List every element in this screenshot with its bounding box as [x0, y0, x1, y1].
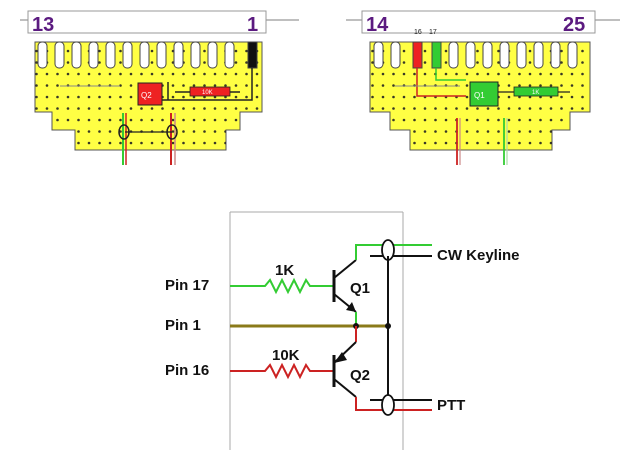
cw-keyline-label: CW Keyline — [437, 247, 520, 264]
left-connector-board: 13 1 — [20, 10, 299, 165]
left-ferrite-1 — [118, 124, 130, 140]
right-pin-fingers — [373, 41, 578, 69]
pin17-wire — [230, 277, 334, 295]
right-connector-board: 14 25 16 17 Q1 1K — [346, 10, 620, 165]
left-pin-end-label: 1 — [247, 14, 258, 36]
left-q2-label: Q2 — [141, 91, 152, 100]
r1-label: 1K — [275, 262, 294, 279]
schematic: Pin 17 Pin 1 Pin 16 1K Q1 CW Keyline 10K — [165, 211, 520, 450]
right-pin-end-label: 25 — [563, 14, 585, 36]
pin16-wire — [230, 362, 334, 380]
pin17-label: Pin 17 — [165, 277, 209, 294]
left-pin-start-label: 13 — [32, 14, 54, 36]
ptt-label: PTT — [437, 397, 465, 414]
right-pin-start-label: 14 — [366, 14, 389, 36]
right-q1-label: Q1 — [474, 91, 485, 100]
pin1-label: Pin 1 — [165, 317, 201, 334]
ptt-ferrite — [381, 394, 395, 416]
right-pin-marker-17: 17 — [429, 29, 437, 36]
left-pin-fingers — [37, 41, 258, 69]
left-resistor-label: 10K — [202, 90, 213, 96]
q2-label: Q2 — [350, 367, 370, 384]
left-ferrite-2 — [166, 124, 178, 140]
right-transistor-q1 — [469, 81, 499, 107]
right-pin-marker-16: 16 — [414, 29, 422, 36]
right-resistor-label: 1K — [532, 90, 539, 96]
pin16-label: Pin 16 — [165, 362, 209, 379]
right-resistor-1k — [513, 86, 559, 97]
q1-label: Q1 — [350, 280, 370, 297]
left-transistor-q2 — [137, 82, 163, 106]
r2-label: 10K — [272, 347, 300, 364]
left-resistor-10k — [189, 86, 231, 97]
